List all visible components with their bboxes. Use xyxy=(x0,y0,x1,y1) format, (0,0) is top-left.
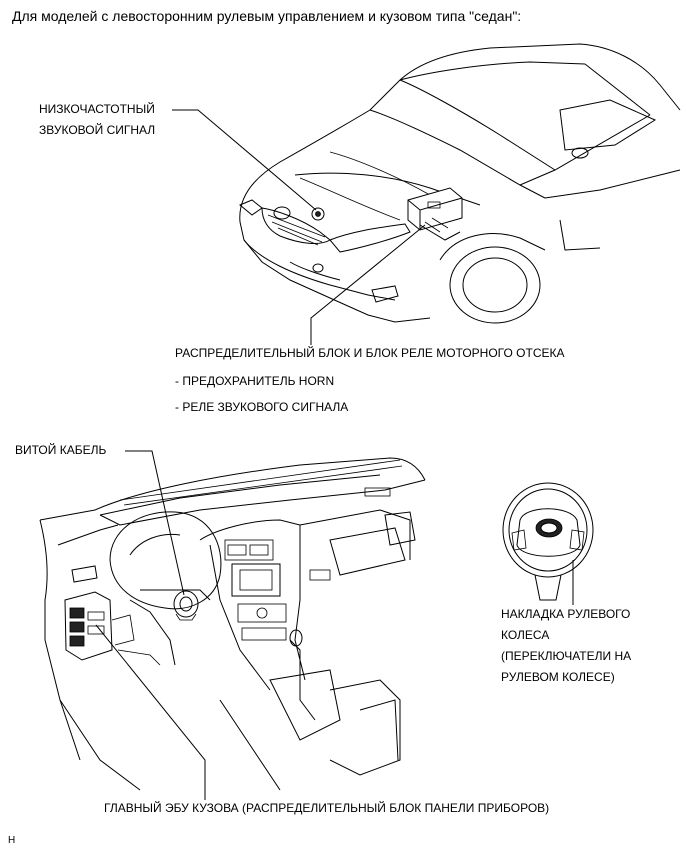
horn-label: НИЗКОЧАСТОТНЫЙ ЗВУКОВОЙ СИГНАЛ xyxy=(39,99,155,141)
steering-pad-label: НАКЛАДКА РУЛЕВОГО КОЛЕСА (ПЕРЕКЛЮЧАТЕЛИ … xyxy=(501,604,631,688)
spiral-cable-label: ВИТОЙ КАБЕЛЬ xyxy=(15,443,107,457)
horn-fuse-label: - ПРЕДОХРАНИТЕЛЬ HORN xyxy=(175,374,335,388)
body-ecu-label: ГЛАВНЫЙ ЭБУ КУЗОВА (РАСПРЕДЕЛИТЕЛЬНЫЙ БЛ… xyxy=(104,801,550,815)
horn-label-line1: НИЗКОЧАСТОТНЫЙ xyxy=(39,102,155,116)
figure-code: H xyxy=(8,835,16,846)
page-title: Для моделей с левосторонним рулевым упра… xyxy=(12,8,522,24)
steering-pad-label-line1: НАКЛАДКА РУЛЕВОГО xyxy=(501,607,631,621)
steering-pad-label-line4: РУЛЕВОМ КОЛЕСЕ) xyxy=(501,670,615,684)
steering-pad-label-line2: КОЛЕСА xyxy=(501,628,550,642)
horn-label-line2: ЗВУКОВОЙ СИГНАЛ xyxy=(39,123,156,137)
horn-relay-label: - РЕЛЕ ЗВУКОВОГО СИГНАЛА xyxy=(175,400,349,414)
steering-pad-label-line3: (ПЕРЕКЛЮЧАТЕЛИ НА xyxy=(501,649,632,663)
relay-block-label: РАСПРЕДЕЛИТЕЛЬНЫЙ БЛОК И БЛОК РЕЛЕ МОТОР… xyxy=(175,346,565,360)
